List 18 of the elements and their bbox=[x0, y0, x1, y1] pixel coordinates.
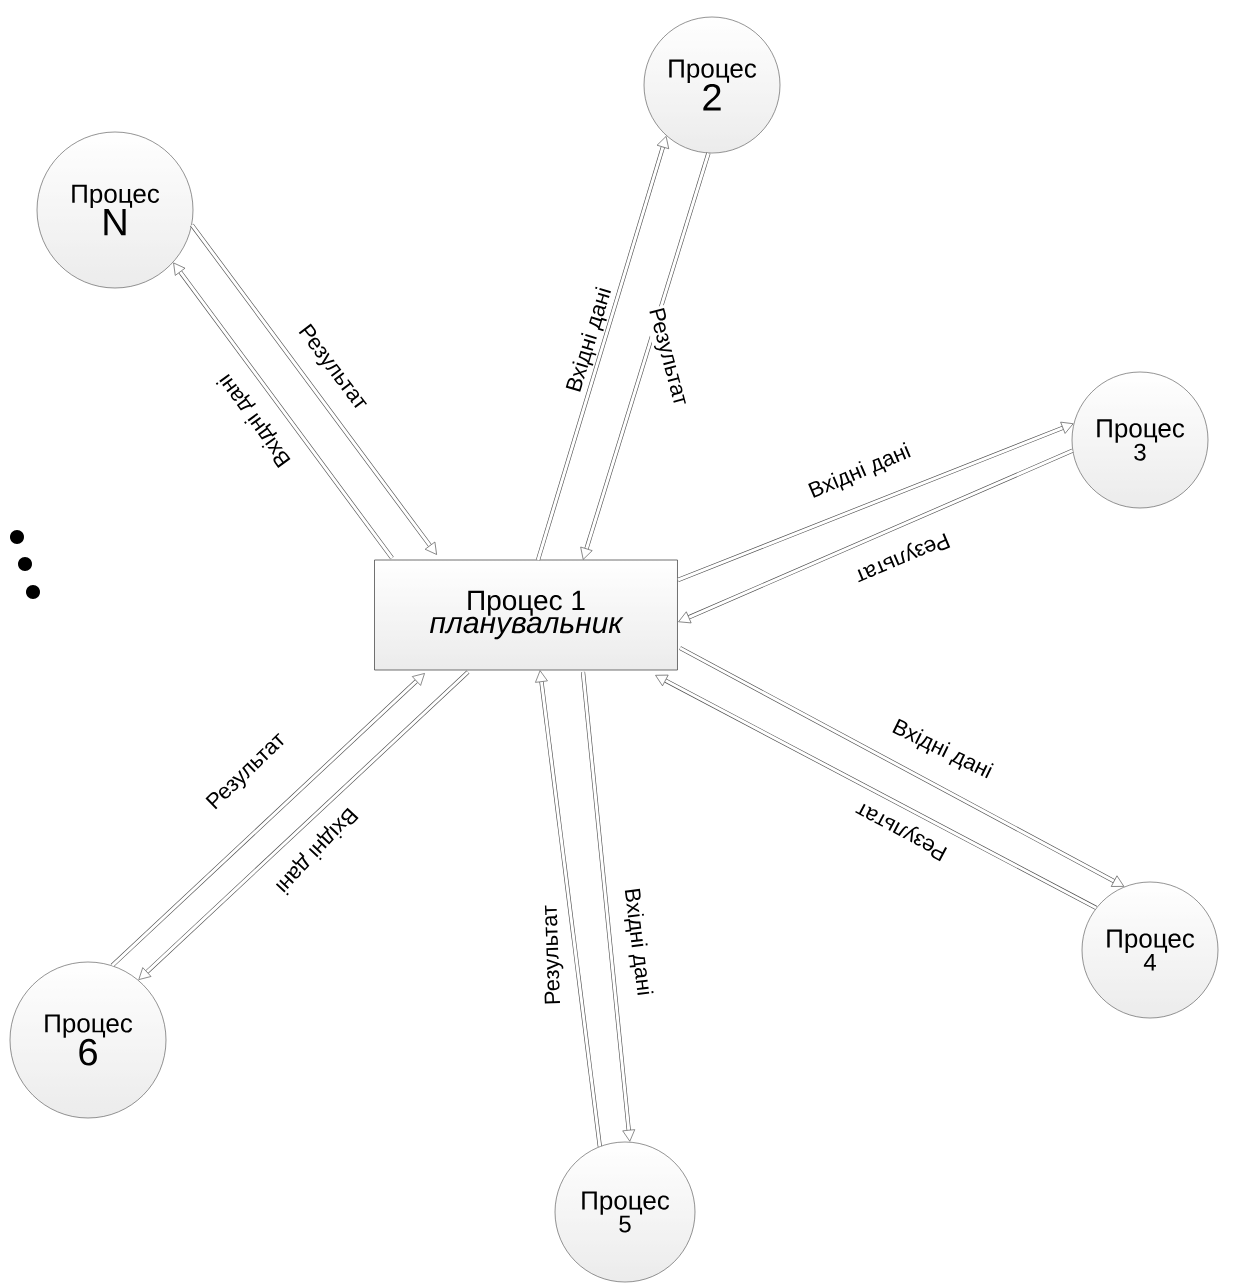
edge-label: Вхідні дані bbox=[619, 885, 655, 999]
arrow bbox=[677, 421, 1074, 582]
edge-label: Результат bbox=[540, 903, 566, 1007]
process-box: Процес 1 планувальник bbox=[374, 559, 678, 671]
arrow bbox=[655, 674, 1098, 910]
arrow bbox=[580, 152, 711, 560]
arrow bbox=[173, 262, 394, 560]
edge-label: Результат bbox=[643, 304, 691, 410]
arrow bbox=[535, 670, 602, 1147]
edge-label: Вхідні дані bbox=[563, 283, 617, 397]
arrow bbox=[138, 670, 470, 980]
edge-label: Вхідні дані bbox=[804, 440, 916, 504]
arrow bbox=[679, 646, 1125, 887]
arrow bbox=[536, 136, 669, 561]
arrow bbox=[190, 223, 437, 555]
arrow bbox=[110, 673, 425, 968]
arrow bbox=[580, 671, 636, 1142]
arrow bbox=[678, 448, 1074, 624]
